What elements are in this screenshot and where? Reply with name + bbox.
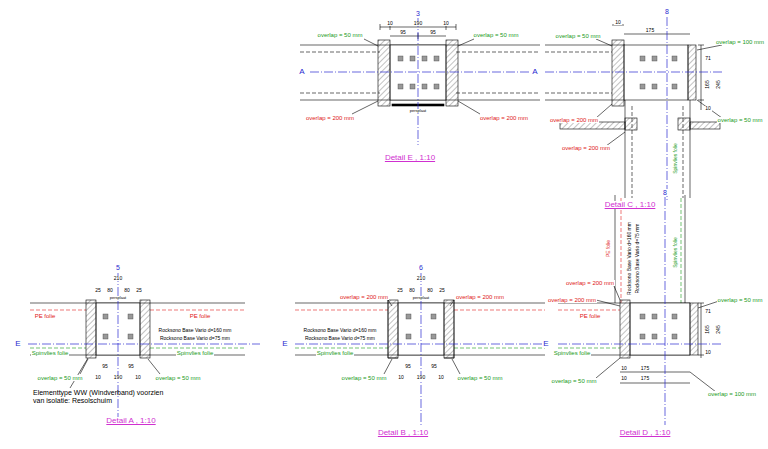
dimension-label: 165 (705, 324, 710, 334)
axis-label: 3 (415, 10, 421, 17)
dimension-label: 10 (134, 375, 142, 380)
axis-label: E (281, 340, 288, 348)
dimension-label: 10 (397, 375, 405, 380)
dimension-label: 10 (94, 375, 102, 380)
dimension-label: 80 (426, 288, 434, 293)
axis-label: 6 (418, 264, 424, 271)
axis-label: 5 (115, 264, 121, 271)
detail-title: Detail B , 1:10 (377, 429, 429, 437)
annotation: overlap = 100 mm (707, 391, 757, 397)
annotation: overlap = 50 mm (717, 117, 764, 123)
annotation: overlap = 200 mm (547, 297, 597, 303)
dimension-label: 71 (704, 309, 712, 314)
dimension-label: 80 (123, 288, 131, 293)
axis-label: 8 (662, 189, 668, 196)
annotation: overlap = 200 mm (561, 145, 611, 151)
annotation: overlap = 200 mm (305, 115, 355, 121)
dimension-label: 190 (416, 375, 426, 380)
annotation: Rocksono Base Vario d=160 mm (627, 221, 632, 296)
annotation: Spinvlies folie (672, 142, 677, 175)
annotation: overlap = 50 mm (341, 375, 388, 381)
element-note: Elementtype WW (Windverband) voorzien va… (32, 389, 169, 405)
annotation: Spinvlies folie (672, 236, 677, 269)
annotation: overlap = 50 mm (37, 375, 84, 381)
annotation: persplaat (409, 109, 427, 113)
axis-label: A (298, 68, 305, 76)
annotation: Rocksono Base Vario d=75 mm (304, 336, 376, 341)
dimension-label: 10 (704, 106, 712, 111)
detail-title: Detail A , 1:10 (105, 417, 156, 425)
annotation: Spinvlies folie (176, 350, 215, 356)
axis-label: E (14, 340, 21, 348)
annotation: persplaat (109, 296, 127, 300)
detail-title: Detail C , 1:10 (604, 201, 657, 209)
dimension-label: 175 (640, 366, 650, 371)
annotation: Rocksono Base Vario d=75 mm (635, 222, 640, 294)
dimension-label: 10 (620, 366, 628, 371)
dimension-label: 80 (106, 288, 114, 293)
annotation: overlap = 50 mm (473, 32, 520, 38)
annotation: PE folie (579, 313, 602, 319)
dimension-label: 25 (438, 288, 446, 293)
dimension-label: 95 (429, 30, 437, 35)
annotation: overlap = 100 mm (715, 39, 765, 45)
annotation: Spinvlies folie (553, 350, 592, 356)
dimension-label: 95 (404, 364, 412, 369)
annotation: overlap = 50 mm (551, 378, 598, 384)
annotation: overlap = 50 mm (457, 375, 504, 381)
annotation: PE folie (606, 238, 611, 257)
dimension-label: 165 (705, 79, 710, 89)
annotation: overlap = 50 mm (717, 297, 764, 303)
dimension-label: 10 (437, 375, 445, 380)
axis-label: E (542, 340, 549, 348)
dimension-label: 210 (113, 276, 123, 281)
annotation: overlap = 200 mm (339, 294, 389, 300)
dimension-label: 25 (135, 288, 143, 293)
dimension-label: 95 (399, 30, 407, 35)
axis-label: 8 (664, 8, 670, 15)
dimension-label: 25 (94, 288, 102, 293)
detail-title: Detail D , 1:10 (619, 429, 672, 437)
annotation: Rocksono Base Vario d=75 mm (159, 336, 231, 341)
dimension-label: 10 (386, 21, 394, 26)
dimension-label: 95 (430, 364, 438, 369)
annotation: Spinvlies folie (316, 350, 355, 356)
dimension-label: 10 (614, 20, 622, 25)
annotation: Rocksono Base Vario d=160 mm (303, 328, 378, 333)
annotation: overlap = 50 mm (155, 375, 202, 381)
dimension-label: 190 (113, 375, 123, 380)
annotation: PE folie (34, 313, 57, 319)
dimension-label: 175 (645, 28, 655, 33)
dimension-label: 190 (413, 21, 423, 26)
dimension-label: 175 (640, 376, 650, 381)
dimension-label: 10 (704, 350, 712, 355)
dimension-label: 95 (127, 364, 135, 369)
annotation: overlap = 50 mm (317, 32, 364, 38)
annotation: overlap = 200 mm (549, 117, 599, 123)
dimension-label: 245 (716, 324, 721, 334)
dimension-label: 80 (408, 288, 416, 293)
dimension-label: 10 (620, 376, 628, 381)
annotation: overlap = 200 mm (565, 280, 615, 286)
annotation: persplaat (412, 296, 430, 300)
axis-label: A (531, 68, 538, 76)
annotation: overlap = 200 mm (455, 294, 505, 300)
detail-title: Detail E , 1:10 (384, 154, 436, 162)
dimension-label: 71 (704, 56, 712, 61)
annotation: overlap = 50 mm (555, 33, 602, 39)
annotation: overlap = 200 mm (479, 115, 529, 121)
dimension-label: 95 (101, 364, 109, 369)
dimension-label: 245 (716, 79, 721, 89)
annotation: Rocksono Base Vario d=160 mm (158, 328, 233, 333)
annotation: PE folie (189, 313, 212, 319)
dimension-label: 210 (416, 276, 426, 281)
dimension-label: 10 (442, 21, 450, 26)
annotation: Spinvlies folie (31, 350, 70, 356)
dimension-label: 25 (396, 288, 404, 293)
